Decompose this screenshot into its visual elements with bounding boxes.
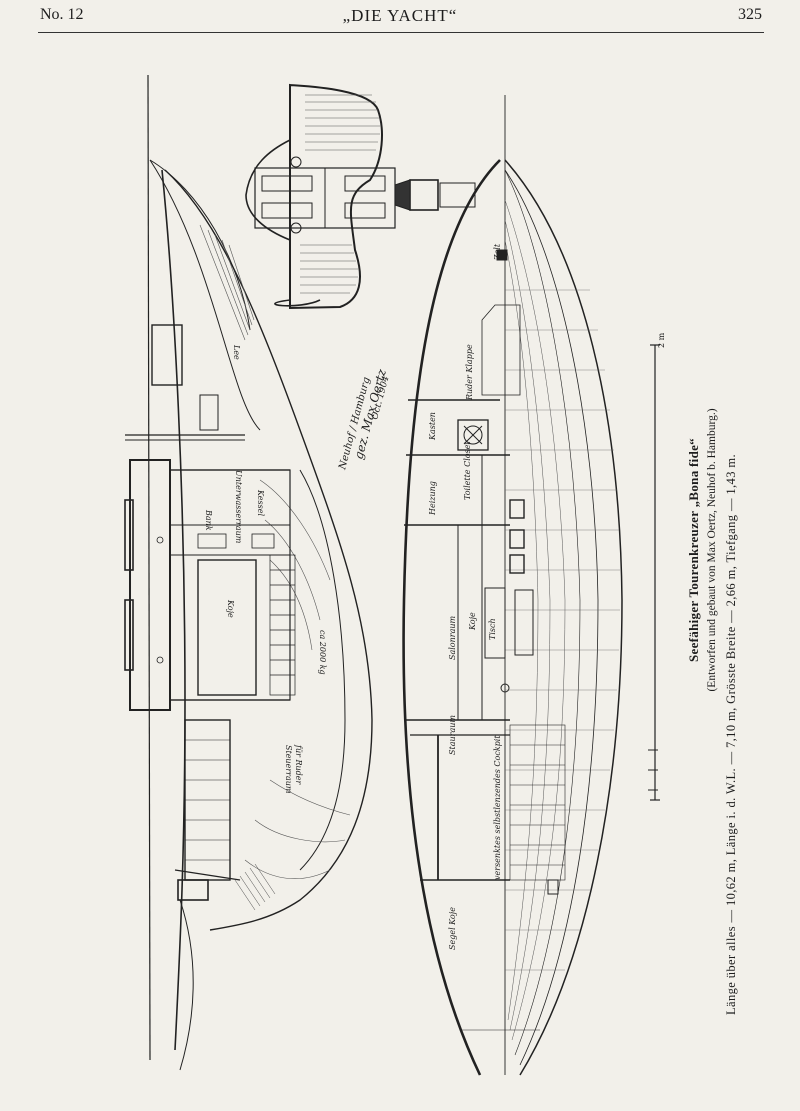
label-lee: Lee bbox=[232, 344, 241, 360]
header-rule bbox=[38, 32, 764, 33]
label-zelt: Zelt bbox=[493, 243, 502, 261]
label-ballast: ca 2000 kg bbox=[318, 630, 327, 675]
page-number: 325 bbox=[738, 6, 762, 23]
label-koje: Koje bbox=[226, 599, 235, 618]
label-salon: Salonraum bbox=[448, 615, 457, 660]
label-gasraum: Steuerraum bbox=[284, 745, 293, 794]
caption-subtitle: (Entworfen und gebaut von Max Oertz, Neu… bbox=[706, 408, 718, 692]
caption-title: Seefähiger Tourenkreuzer „Bona fide“ bbox=[686, 438, 701, 662]
journal-title: „DIE YACHT“ bbox=[342, 6, 458, 25]
scale-bar bbox=[648, 344, 660, 801]
caption-dimensions: Länge über alles — 10,62 m, Länge i. d. … bbox=[724, 453, 738, 1015]
side-profile bbox=[124, 74, 373, 1071]
label-segelkoje: Segel Koje bbox=[448, 907, 457, 950]
label-rumkl: Ruder Klappe bbox=[465, 344, 474, 401]
page-header: No. 12 „DIE YACHT“ 325 bbox=[0, 0, 800, 40]
label-cockpit: versenktes selbstlenzendes Cockpit bbox=[493, 735, 502, 880]
label-stauraum: Stauraum bbox=[448, 715, 457, 755]
label-kojen2: Koje bbox=[468, 612, 477, 631]
label-kessel: Kessel bbox=[256, 489, 265, 516]
label-unterwasser: Unterwasserraum bbox=[234, 470, 243, 544]
label-heizung: Heizung bbox=[428, 481, 437, 516]
label-raum: für Ruder bbox=[294, 744, 303, 786]
label-toilette: Toilette Closet bbox=[463, 441, 472, 500]
figure-caption: Seefähiger Tourenkreuzer „Bona fide“ (En… bbox=[686, 0, 739, 1100]
scale-label: 2 m bbox=[657, 332, 666, 348]
label-tisch: Tisch bbox=[488, 618, 497, 640]
issue-number: No. 12 bbox=[40, 6, 84, 23]
label-bank: Bank bbox=[204, 509, 213, 531]
label-kasten: Kasten bbox=[428, 412, 437, 441]
deck-plan bbox=[402, 95, 623, 1076]
cross-section bbox=[245, 83, 476, 310]
